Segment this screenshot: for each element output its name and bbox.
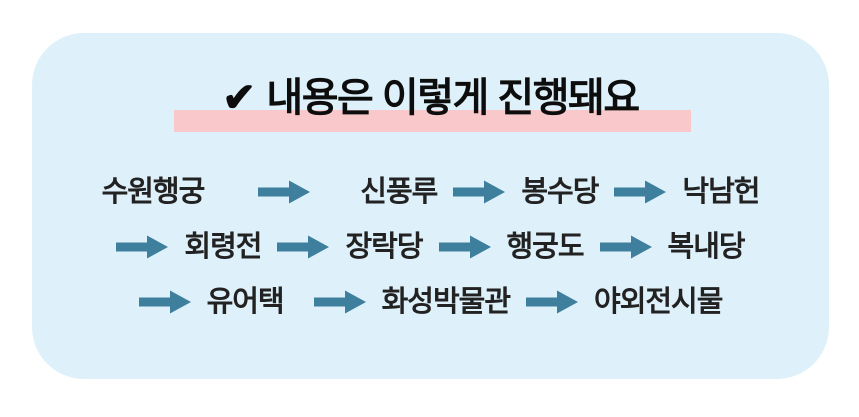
station-name: 회령전 (184, 230, 262, 263)
station-name: 유어택 (206, 285, 285, 318)
pink-highlight-bar (174, 110, 691, 132)
station-name: 신풍루 (360, 176, 438, 208)
page-title: ✔내용은 이렇게 진행돼요 (174, 73, 691, 132)
flow-row-3: 유어택 화성박물관 야외전시물 (138, 285, 723, 320)
info-card: ✔내용은 이렇게 진행돼요 수원행궁 신풍루 봉수당 낙남헌 회령전 장락당 행 (32, 33, 829, 379)
right-arrow-icon (438, 234, 491, 260)
right-arrow-icon (277, 234, 330, 260)
right-arrow-icon (614, 179, 667, 205)
right-arrow-icon (138, 289, 191, 315)
station-name: 복내당 (667, 230, 746, 263)
station-name: 화성박물관 (381, 285, 511, 318)
flow-row-1: 수원행궁 신풍루 봉수당 낙남헌 (101, 175, 761, 210)
right-arrow-icon (116, 234, 169, 260)
station-name: 행궁도 (506, 230, 585, 263)
check-icon: ✔ (222, 76, 256, 120)
flow-row-2: 회령전 장락당 행궁도 복내당 (116, 230, 746, 265)
right-arrow-icon (313, 289, 366, 315)
right-arrow-icon (453, 179, 506, 205)
station-name: 장락당 (345, 230, 423, 263)
right-arrow-icon (526, 289, 579, 315)
right-arrow-icon (258, 179, 311, 205)
right-arrow-icon (599, 234, 652, 260)
flow-diagram: 수원행궁 신풍루 봉수당 낙남헌 회령전 장락당 행궁도 복내당 유 (32, 175, 829, 319)
station-name: 봉수당 (521, 176, 599, 208)
title-row: ✔내용은 이렇게 진행돼요 (32, 73, 829, 132)
station-name: 야외전시물 (594, 285, 723, 318)
station-name: 수원행궁 (101, 176, 206, 208)
title-text: 내용은 이렇게 진행돼요 (266, 76, 640, 120)
station-name: 낙남헌 (682, 176, 760, 208)
